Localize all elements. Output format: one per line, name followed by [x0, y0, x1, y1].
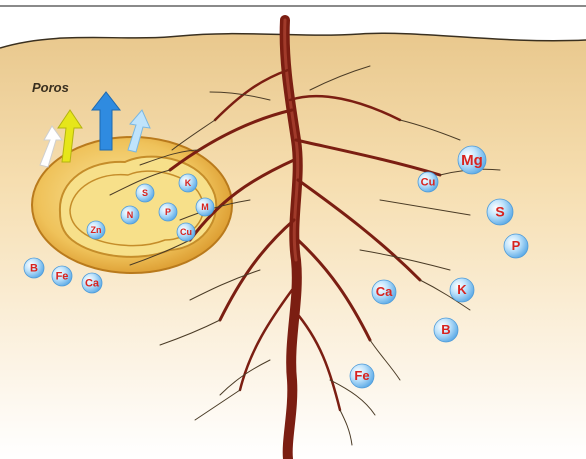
nutrient-ion-ca: Ca: [82, 273, 102, 293]
nutrient-label: Mg: [461, 152, 483, 169]
nutrient-label: Fe: [354, 368, 369, 383]
nutrient-label: K: [457, 282, 467, 297]
nutrient-ion-s: S: [136, 184, 154, 202]
nutrient-ion-ca: Ca: [372, 280, 396, 304]
nutrient-ion-mg: Mg: [458, 146, 486, 174]
nutrient-ion-k: K: [450, 278, 474, 302]
nutrient-label: B: [441, 322, 450, 337]
nutrient-ion-zn: Zn: [87, 221, 105, 239]
nutrient-label: Ca: [85, 278, 100, 290]
nutrient-ion-fe: Fe: [52, 266, 72, 286]
pore-label: Poros: [32, 80, 69, 95]
nutrient-ion-k: K: [179, 174, 197, 192]
nutrient-ion-cu: Cu: [418, 172, 438, 192]
nutrient-label: Ca: [376, 284, 393, 299]
nutrient-ion-b: B: [24, 258, 44, 278]
nutrient-label: P: [512, 238, 521, 253]
nutrient-ion-fe: Fe: [350, 364, 374, 388]
nutrient-label: K: [185, 178, 192, 188]
nutrient-label: P: [165, 207, 171, 217]
nutrient-label: Zn: [91, 225, 102, 235]
nutrient-label: N: [127, 210, 134, 220]
nutrient-label: B: [30, 263, 38, 275]
nutrient-ion-b: B: [434, 318, 458, 342]
nutrient-ion-p: P: [159, 203, 177, 221]
nutrient-label: S: [142, 188, 148, 198]
nutrient-label: Cu: [421, 177, 436, 189]
nutrient-label: Cu: [180, 227, 192, 237]
nutrient-ion-cu: Cu: [177, 223, 195, 241]
nutrient-ion-s: S: [487, 199, 513, 225]
nutrient-label: M: [201, 202, 209, 212]
nutrient-ion-p: P: [504, 234, 528, 258]
nutrient-ion-n: N: [121, 206, 139, 224]
nutrient-label: S: [495, 204, 504, 220]
nutrient-ion-m: M: [196, 198, 214, 216]
nutrient-label: Fe: [56, 271, 69, 283]
